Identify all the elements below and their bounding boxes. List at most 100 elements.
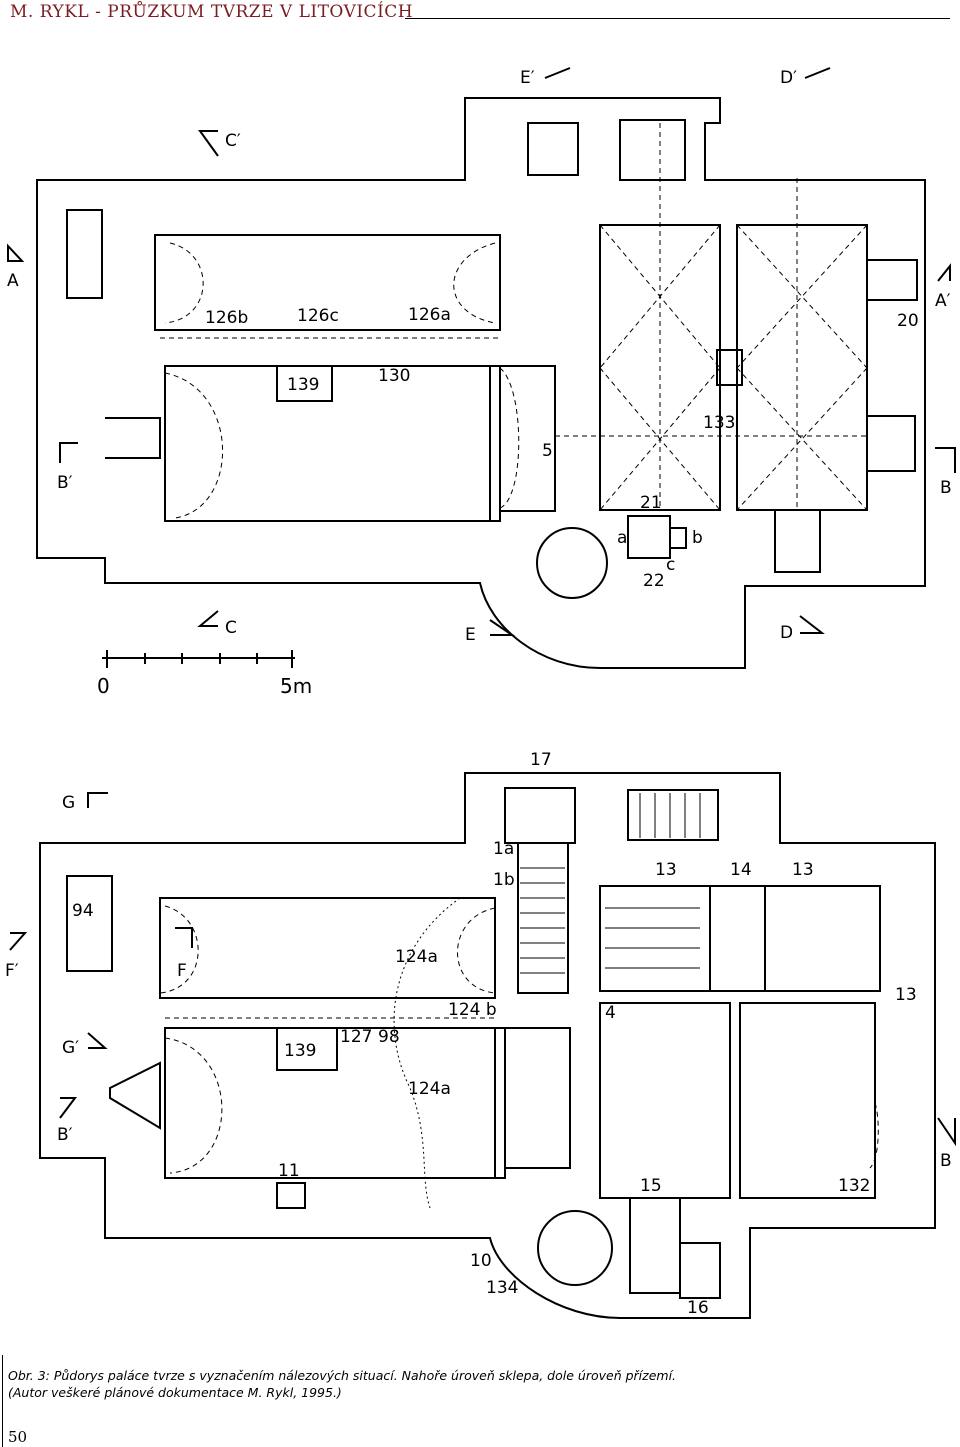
section-mark-label: D′ [780,68,797,88]
ground-outer-wall [39,772,936,1319]
cellar-section-arrows [7,67,956,636]
label-box-139-bottom [276,1027,338,1071]
niche-left [66,209,103,299]
cellar-room-label: 130 [378,366,410,386]
section-mark-label: A [7,271,19,291]
ground-room-label: 14 [730,860,752,880]
ground-room-label: 1b [493,870,515,890]
ground-room-label: 13 [792,860,814,880]
section-mark-label: E [465,625,476,645]
shaft-top [527,122,579,176]
ground-room-label: 10 [470,1251,492,1271]
room-west-east [504,1027,571,1169]
section-mark-label: B [940,1151,952,1171]
room-126-north [154,234,501,331]
section-mark-label: F [177,961,187,981]
stair-east [866,415,916,472]
ground-labels: 17 1a 1b 94 13 14 13 124a 124 b 127 98 1… [5,750,952,1318]
scale-start-label: 0 [97,674,110,698]
ground-room-label: 1a [493,839,514,859]
ground-room-label: 13 [655,860,677,880]
section-mark-label: C [225,618,237,638]
niche-b [669,527,687,549]
room-16 [679,1242,721,1299]
niche-11 [276,1182,306,1209]
ground-plan [39,772,936,1319]
ground-room-label: 132 [838,1176,870,1196]
room-13-west [599,885,711,992]
section-mark-label: B [940,478,952,498]
floor-plan-figure: 126b 126c 126a 139 130 133 5 20 21 22 a … [5,67,956,1319]
ground-room-label: 127 [340,1027,372,1047]
room-13-east [764,885,881,992]
ground-room-label: 16 [687,1298,709,1318]
well-22 [536,527,608,599]
ground-room-label: 124a [395,947,438,967]
cellar-room-label: 21 [640,493,662,513]
section-mark-label: C′ [225,131,241,151]
west-passage [105,417,161,459]
section-mark-label: G [62,793,75,813]
room-130-west-strip [489,365,501,522]
south-passage [774,509,821,573]
section-mark-label: E′ [520,68,535,88]
cellar-room-label: 22 [643,571,665,591]
ground-room-label: 94 [72,901,94,921]
ground-detail-lines [159,897,879,1209]
cellar-plan [36,97,926,669]
figure-caption: Obr. 3: Půdorys paláce tvrze s vyznačení… [8,1368,948,1401]
stair-1a-1b [517,842,569,994]
cellar-room-label: 139 [287,375,319,395]
room-14 [709,885,766,992]
room-133-east [736,224,868,511]
section-mark-label: D [780,623,793,643]
cellar-vault-lines [160,123,868,519]
header-title: M. RYKL - PRŮZKUM TVRZE V LITOVICÍCH [10,2,414,22]
ground-room-label: 11 [278,1161,300,1181]
cellar-room-label: 133 [703,413,735,433]
ground-room-label: 98 [378,1027,400,1047]
central-pillar [716,349,743,386]
west-splay [109,1061,161,1130]
cellar-detail-label: c [666,555,675,575]
room-4 [599,1002,731,1199]
cellar-room-label: 5 [542,441,553,461]
caption-line-2: (Autor veškeré plánové dokumentace M. Ry… [8,1384,342,1400]
room-94 [66,875,113,972]
ground-room-label: 139 [284,1041,316,1061]
scale-bar [102,650,295,668]
niche-21 [627,515,671,559]
section-mark-label: G′ [62,1038,79,1058]
cellar-room-label: 20 [897,311,919,331]
stair-20 [866,259,918,301]
running-header: M. RYKL - PRŮZKUM TVRZE V LITOVICÍCH [10,2,950,24]
section-mark-label: A′ [935,291,951,311]
header-rule [405,18,950,19]
ground-room-label: 124a [408,1079,451,1099]
room-17 [504,787,576,844]
ground-room-label: 17 [530,750,552,770]
cellar-room-label: 126b [205,308,248,328]
ground-section-arrows [9,792,956,1147]
cellar-detail-label: a [617,528,627,548]
ground-room-label: 134 [486,1278,518,1298]
room-124a-north [159,897,496,999]
section-mark-label: B′ [57,1125,73,1145]
cellar-detail-label: b [692,528,703,548]
room-strip [494,1027,506,1179]
ground-room-label: 4 [605,1003,616,1023]
margin-rule [2,1355,3,1447]
ground-room-label: 13 [895,985,917,1005]
room-124a-south [164,1027,496,1179]
cellar-labels: 126b 126c 126a 139 130 133 5 20 21 22 a … [7,68,952,645]
cellar-outer-wall [36,97,926,669]
stair-north [627,789,719,841]
section-mark-label: B′ [57,473,73,493]
room-132 [739,1002,876,1199]
caption-line-1: Obr. 3: Půdorys paláce tvrze s vyznačení… [8,1368,677,1383]
ground-room-label: 15 [640,1176,662,1196]
scale-end-label: 5m [280,674,312,698]
cellar-room-label: 126c [297,306,339,326]
room-130 [164,365,491,522]
room-5 [499,365,556,512]
